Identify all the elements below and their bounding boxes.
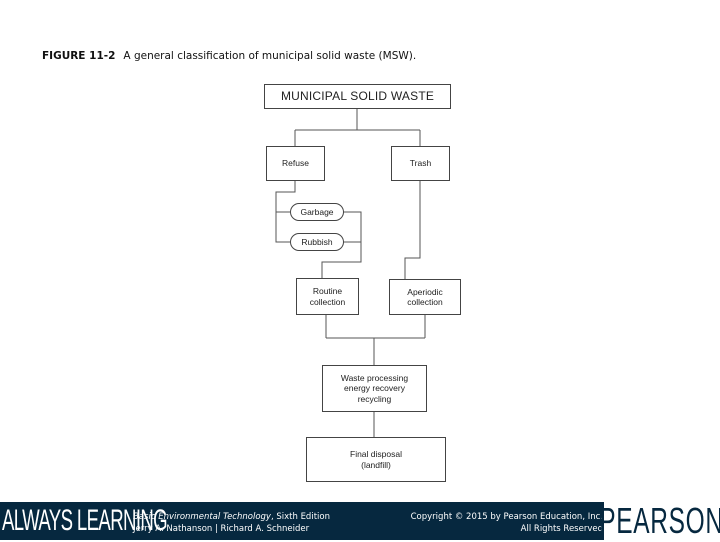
- node-aperiodic-collection: Aperiodic collection: [389, 279, 461, 315]
- figure-caption-text: A general classification of municipal so…: [123, 50, 417, 62]
- node-final-disposal: Final disposal (landfill): [306, 437, 446, 482]
- node-trash: Trash: [391, 146, 450, 181]
- rights-text: All Rights Reserved: [520, 524, 603, 534]
- figure-label: FIGURE 11-2: [42, 50, 116, 62]
- edge-garbage-to-routine: [321, 211, 362, 278]
- edge-refuse-to-rubbish: [275, 212, 290, 243]
- pearson-logo: PEARSON: [600, 500, 720, 541]
- book-credit: Basic Environmental Technology, Sixth Ed…: [133, 511, 330, 535]
- pearson-logo-text: PEARSON: [599, 500, 720, 541]
- edge-trash-to-aperiodic: [404, 180, 421, 279]
- edge-refuse-to-garbage: [275, 180, 296, 213]
- node-municipal-solid-waste: MUNICIPAL SOLID WASTE: [264, 84, 451, 109]
- footer-bar: ALWAYS LEARNING Basic Environmental Tech…: [0, 500, 720, 541]
- node-garbage: Garbage: [290, 203, 344, 221]
- always-learning-logo: ALWAYS LEARNING: [2, 504, 168, 537]
- node-routine-collection: Routine collection: [296, 278, 359, 315]
- book-edition: , Sixth Edition: [270, 512, 330, 522]
- node-rubbish: Rubbish: [290, 233, 344, 251]
- figure-caption: FIGURE 11-2 A general classification of m…: [42, 50, 416, 62]
- book-authors: Jerry A. Nathanson | Richard A. Schneide…: [133, 524, 310, 534]
- edge-msw-split: [294, 108, 421, 146]
- node-refuse: Refuse: [266, 146, 325, 181]
- copyright-notice: Copyright © 2015 by Pearson Education, I…: [411, 511, 603, 535]
- diagram-edges: [275, 108, 426, 437]
- node-waste-processing: Waste processing energy recovery recycli…: [322, 365, 427, 412]
- book-title: Basic Environmental Technology: [133, 512, 271, 522]
- copyright-text: Copyright © 2015 by Pearson Education, I…: [410, 512, 603, 522]
- edge-collections-merge: [325, 315, 426, 365]
